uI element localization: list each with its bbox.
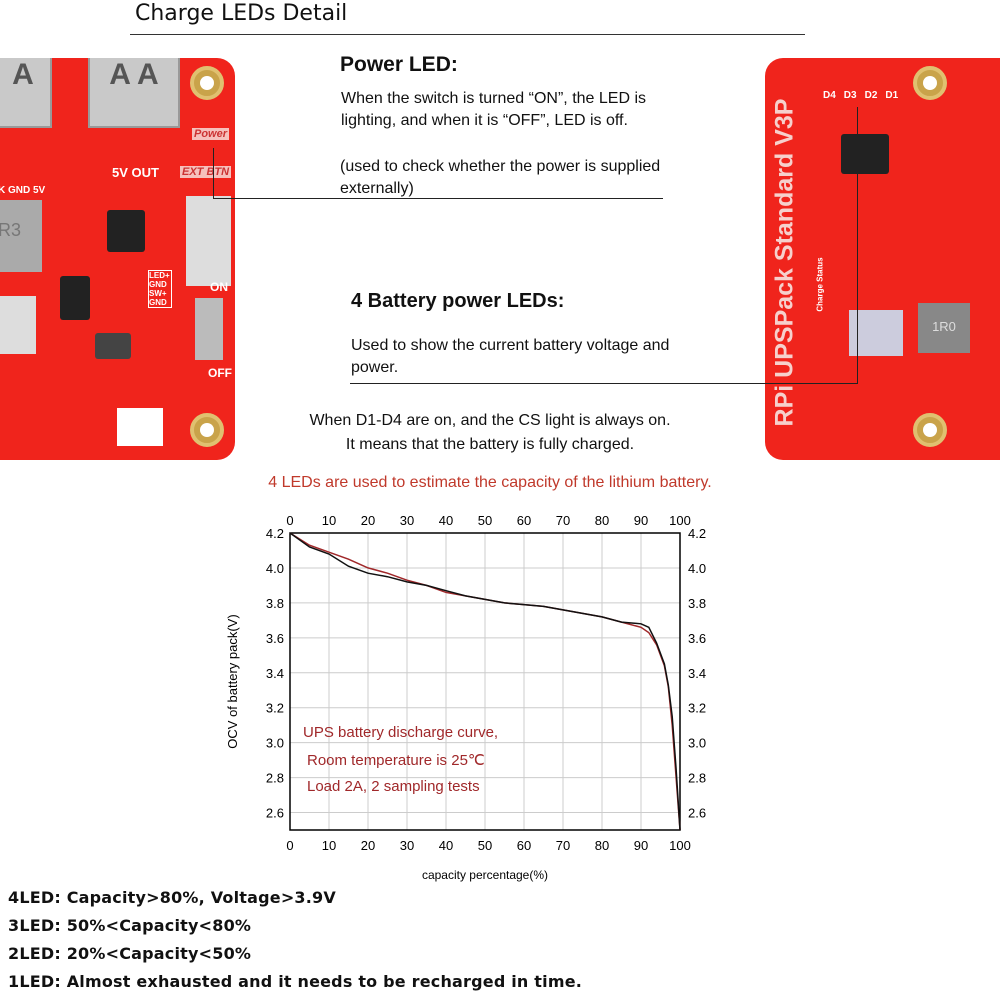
charge-status-label: Charge Status <box>815 257 825 312</box>
y-tick-label: 3.6 <box>266 631 284 646</box>
full-charge-line2: It means that the battery is fully charg… <box>345 436 635 453</box>
cutout <box>117 408 163 446</box>
y-tick-label: 4.2 <box>266 526 284 541</box>
legend-2led: 2LED: 20%<Capacity<50% <box>8 944 252 963</box>
led-d2: D2 <box>864 90 878 101</box>
gnd-5v-label: K GND 5V <box>0 185 46 196</box>
power-label: Power <box>192 128 230 140</box>
x-tick-label: 20 <box>361 838 375 853</box>
left-board-image: A A A Power EXT BTN 5V OUT K GND 5V R3 L… <box>0 58 235 460</box>
board-name: RPi UPSPack Standard V3P <box>770 98 799 427</box>
x-tick-label-top: 80 <box>595 513 609 528</box>
x-tick-label: 70 <box>556 838 570 853</box>
plot-frame <box>289 532 681 831</box>
y-tick-label-right: 2.6 <box>688 806 706 821</box>
ext-btn-label: EXT BTN <box>180 166 232 178</box>
y-tick-label-right: 3.4 <box>688 666 706 681</box>
y-tick-label: 2.8 <box>266 771 284 786</box>
chip <box>107 210 145 252</box>
x-tick-label: 30 <box>400 838 414 853</box>
off-label: OFF <box>208 366 232 380</box>
y-tick-label: 3.2 <box>266 701 284 716</box>
y-tick-label-right: 2.8 <box>688 771 706 786</box>
x-tick-label: 60 <box>517 838 531 853</box>
x-tick-label-top: 10 <box>322 513 336 528</box>
y-tick-label: 3.0 <box>266 736 284 751</box>
heatsink <box>849 310 903 356</box>
x-tick-label-top: 90 <box>634 513 648 528</box>
led-d1: D1 <box>885 90 899 101</box>
series-line-2 <box>289 532 681 831</box>
mount-hole <box>190 413 224 447</box>
y-tick-label-right: 3.6 <box>688 631 706 646</box>
mount-hole <box>913 66 947 100</box>
chart-annotation: Load 2A, 2 sampling tests <box>307 778 480 795</box>
page-title: Charge LEDs Detail <box>135 1 348 26</box>
battery-led-text: Used to show the current battery voltage… <box>351 337 670 376</box>
x-tick-label-top: 20 <box>361 513 375 528</box>
power-switch <box>195 298 223 360</box>
x-tick-label-top: 40 <box>439 513 453 528</box>
power-led-note: (used to check whether the power is supp… <box>340 158 661 197</box>
pin-labels: LED+ GND SW+ GND <box>148 270 172 308</box>
heatsink <box>0 296 36 354</box>
x-tick-label: 40 <box>439 838 453 853</box>
power-led-leader-v <box>213 148 214 198</box>
title-divider <box>130 34 805 35</box>
battery-led-leader-v <box>857 107 858 383</box>
y-tick-label-right: 3.0 <box>688 736 706 751</box>
power-led-leader <box>213 198 663 199</box>
power-led-text: When the switch is turned “ON”, the LED … <box>341 90 646 129</box>
mount-hole <box>190 66 224 100</box>
x-tick-label-top: 0 <box>286 513 293 528</box>
x-tick-label-top: 50 <box>478 513 492 528</box>
x-tick-label-top: 30 <box>400 513 414 528</box>
mount-hole <box>913 413 947 447</box>
y-tick-label-right: 3.2 <box>688 701 706 716</box>
x-tick-label: 100 <box>669 838 691 853</box>
legend-4led: 4LED: Capacity>80%, Voltage>3.9V <box>8 888 336 907</box>
legend-3led: 3LED: 50%<Capacity<80% <box>8 916 252 935</box>
connector <box>186 196 231 286</box>
led-labels: D4 D3 D2 D1 <box>823 90 898 101</box>
x-tick-label-top: 70 <box>556 513 570 528</box>
discharge-chart: 0 0 10 10 20 20 30 30 40 40 50 50 60 60 70 70 80 80 90 90 10… <box>225 513 706 882</box>
y-tick-label: 3.4 <box>266 666 284 681</box>
y-axis-label: OCV of battery pack(V) <box>225 614 240 748</box>
chip <box>60 276 90 320</box>
legend-1led: 1LED: Almost exhausted and it needs to b… <box>8 972 583 991</box>
inductor: 1R0 <box>918 303 970 353</box>
led-d3: D3 <box>843 90 857 101</box>
x-tick-label: 0 <box>286 838 293 853</box>
chart-annotation: Room temperature is 25℃ <box>307 752 485 769</box>
x-tick-label: 10 <box>322 838 336 853</box>
on-label: ON <box>210 280 228 294</box>
usb-port: A A <box>88 58 180 128</box>
5v-out-label: 5V OUT <box>112 165 159 180</box>
right-board-image: RPi UPSPack Standard V3P D4 D3 D2 D1 Cha… <box>765 58 1000 460</box>
x-tick-label-top: 100 <box>669 513 691 528</box>
x-tick-label: 50 <box>478 838 492 853</box>
inductor: R3 <box>0 200 42 272</box>
chip <box>841 134 889 174</box>
chip <box>95 333 131 359</box>
y-tick-label: 2.6 <box>266 806 284 821</box>
y-tick-label-right: 4.0 <box>688 561 706 576</box>
x-axis-label: capacity percentage(%) <box>422 868 548 882</box>
y-tick-label-right: 3.8 <box>688 596 706 611</box>
battery-led-heading: 4 Battery power LEDs: <box>351 290 565 312</box>
x-tick-label: 80 <box>595 838 609 853</box>
x-tick-label: 90 <box>634 838 648 853</box>
x-tick-label-top: 60 <box>517 513 531 528</box>
y-tick-label: 3.8 <box>266 596 284 611</box>
y-tick-label-right: 4.2 <box>688 526 706 541</box>
usb-port: A <box>0 58 52 128</box>
led-d4: D4 <box>823 90 836 101</box>
full-charge-line1: When D1-D4 are on, and the CS light is a… <box>309 412 671 429</box>
y-tick-label: 4.0 <box>266 561 284 576</box>
power-led-heading: Power LED: <box>340 53 458 76</box>
battery-led-leader <box>350 383 858 384</box>
chart-title: 4 LEDs are used to estimate the capacity… <box>268 474 712 491</box>
chart-annotation: UPS battery discharge curve, <box>303 724 498 741</box>
